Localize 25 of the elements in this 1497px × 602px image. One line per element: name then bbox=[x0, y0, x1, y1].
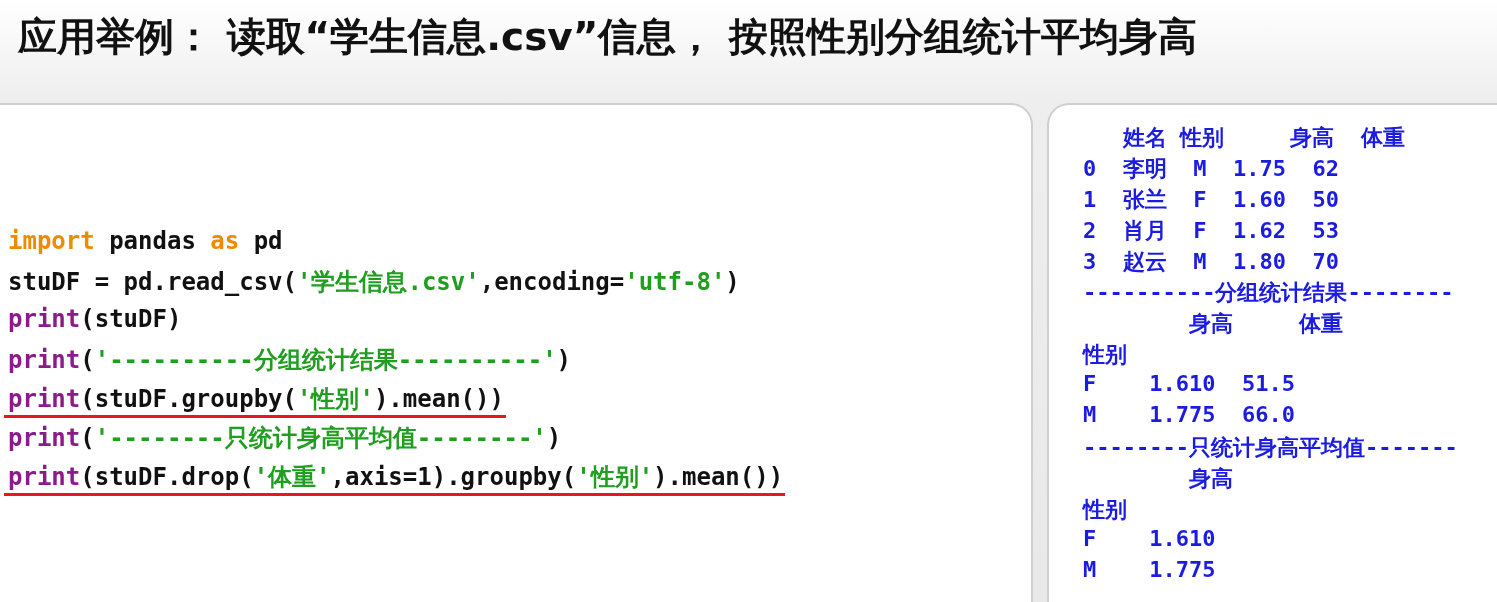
output-line: 身高 bbox=[1187, 465, 1233, 493]
output-line: 性别 bbox=[1083, 496, 1127, 524]
output-line: 1 张兰 F 1.60 50 bbox=[1083, 186, 1339, 214]
output-line: --------只统计身高平均值------- bbox=[1083, 434, 1458, 462]
title: 应用举例： 读取“学生信息.csv”信息， 按照性别分组统计平均身高 bbox=[18, 13, 1197, 61]
code-line: print(stuDF.groupby('性别').mean()) bbox=[8, 384, 504, 415]
output-line: M 1.775 66.0 bbox=[1083, 402, 1295, 427]
code-line: print('----------分组统计结果----------') bbox=[8, 345, 572, 376]
code-line: stuDF = pd.read_csv('学生信息.csv',encoding='utf-8') bbox=[8, 267, 740, 298]
output-line: 姓名 性别 身高 体重 bbox=[1121, 124, 1405, 152]
output-line: 0 李明 M 1.75 62 bbox=[1083, 155, 1339, 183]
output-line: 2 肖月 F 1.62 53 bbox=[1083, 217, 1339, 245]
output-line: 性别 bbox=[1083, 341, 1127, 369]
output-line: F 1.610 51.5 bbox=[1083, 371, 1295, 396]
code-line: print('--------只统计身高平均值--------') bbox=[8, 423, 562, 454]
output-line: 3 赵云 M 1.80 70 bbox=[1083, 248, 1339, 276]
code-line: import pandas as pd bbox=[8, 227, 283, 255]
output-line: ----------分组统计结果-------- bbox=[1083, 279, 1454, 307]
code-line: print(stuDF) bbox=[8, 305, 182, 333]
output-line: 身高 体重 bbox=[1187, 310, 1344, 338]
output-line: M 1.775 bbox=[1083, 557, 1216, 582]
code-line: print(stuDF.drop('体重',axis=1).groupby('性别').mean()) bbox=[8, 462, 784, 493]
output-panel bbox=[1047, 103, 1497, 602]
output-line: F 1.610 bbox=[1083, 526, 1216, 551]
code-panel bbox=[0, 103, 1033, 602]
